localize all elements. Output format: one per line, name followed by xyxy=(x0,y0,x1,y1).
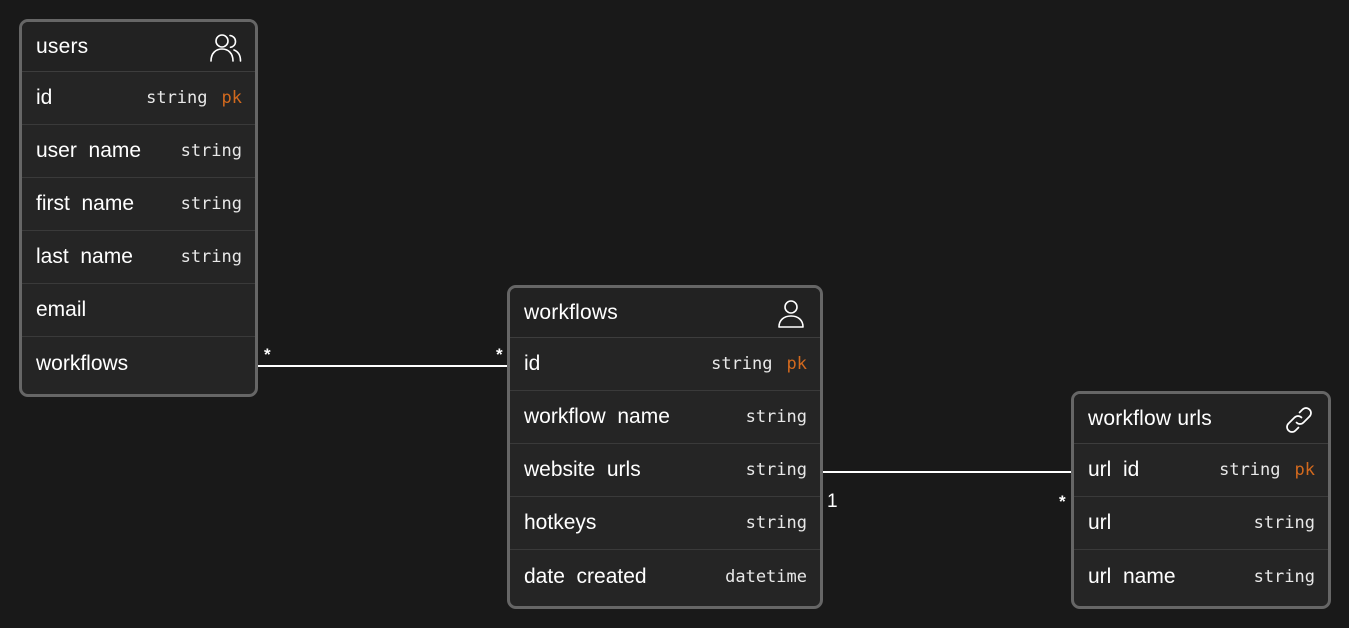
field-type: string xyxy=(745,407,807,427)
entity-workflow-urls[interactable]: workflow urls url id string pk url strin… xyxy=(1071,391,1331,609)
field-type: string xyxy=(180,247,242,267)
cardinality-label: * xyxy=(1059,492,1066,511)
field-row-workflow-name[interactable]: workflow name string xyxy=(510,391,820,444)
field-type: string xyxy=(1253,513,1315,533)
field-row-workflows[interactable]: workflows xyxy=(22,337,255,390)
field-row-url-name[interactable]: url name string xyxy=(1074,550,1328,603)
field-name: first name xyxy=(36,192,135,215)
field-type: string xyxy=(745,460,807,480)
field-row-user-name[interactable]: user name string xyxy=(22,125,255,178)
entity-title: workflow urls xyxy=(1088,406,1212,430)
primary-key-badge: pk xyxy=(786,354,807,374)
field-row-email[interactable]: email xyxy=(22,284,255,337)
field-row-url-id[interactable]: url id string pk xyxy=(1074,444,1328,497)
field-type: string xyxy=(711,354,773,374)
entity-header: workflow urls xyxy=(1074,394,1328,444)
field-type: string xyxy=(1219,460,1281,480)
field-type: string xyxy=(1253,566,1315,587)
field-row-id[interactable]: id string pk xyxy=(510,338,820,391)
field-name: url name xyxy=(1088,564,1176,588)
cardinality-label: 1 xyxy=(827,491,838,512)
field-name: id xyxy=(524,352,541,375)
cardinality-label: * xyxy=(496,345,503,364)
field-row-first-name[interactable]: first name string xyxy=(22,178,255,231)
user-icon xyxy=(774,297,808,331)
field-name: email xyxy=(36,298,87,321)
field-name: id xyxy=(36,86,53,109)
entity-title: users xyxy=(36,34,89,58)
field-type: string xyxy=(180,141,242,161)
field-name: last name xyxy=(36,245,133,268)
entity-workflows[interactable]: workflows id string pk workflow name str… xyxy=(507,285,823,609)
field-name: website urls xyxy=(524,458,641,481)
field-name: url id xyxy=(1088,458,1140,481)
field-type: string xyxy=(180,194,242,214)
primary-key-badge: pk xyxy=(221,88,242,108)
field-row-last-name[interactable]: last name string xyxy=(22,231,255,284)
field-type: string xyxy=(745,513,807,533)
entity-header: workflows xyxy=(510,288,820,338)
field-name: hotkeys xyxy=(524,511,597,534)
field-name: workflows xyxy=(36,351,129,375)
field-name: user name xyxy=(36,139,142,162)
field-row-url[interactable]: url string xyxy=(1074,497,1328,550)
entity-users[interactable]: users id string pk user name string firs… xyxy=(19,19,258,397)
entity-header: users xyxy=(22,22,255,72)
field-row-hotkeys[interactable]: hotkeys string xyxy=(510,497,820,550)
cardinality-label: * xyxy=(264,345,271,364)
users-icon xyxy=(209,31,243,65)
field-name: url xyxy=(1088,511,1112,534)
field-type: datetime xyxy=(725,566,807,587)
field-name: date created xyxy=(524,564,647,588)
field-name: workflow name xyxy=(524,405,670,428)
field-row-date-created[interactable]: date created datetime xyxy=(510,550,820,603)
field-row-id[interactable]: id string pk xyxy=(22,72,255,125)
primary-key-badge: pk xyxy=(1294,460,1315,480)
link-icon xyxy=(1282,403,1316,437)
field-row-website-urls[interactable]: website urls string xyxy=(510,444,820,497)
field-type: string xyxy=(146,88,208,108)
entity-title: workflows xyxy=(524,300,618,324)
